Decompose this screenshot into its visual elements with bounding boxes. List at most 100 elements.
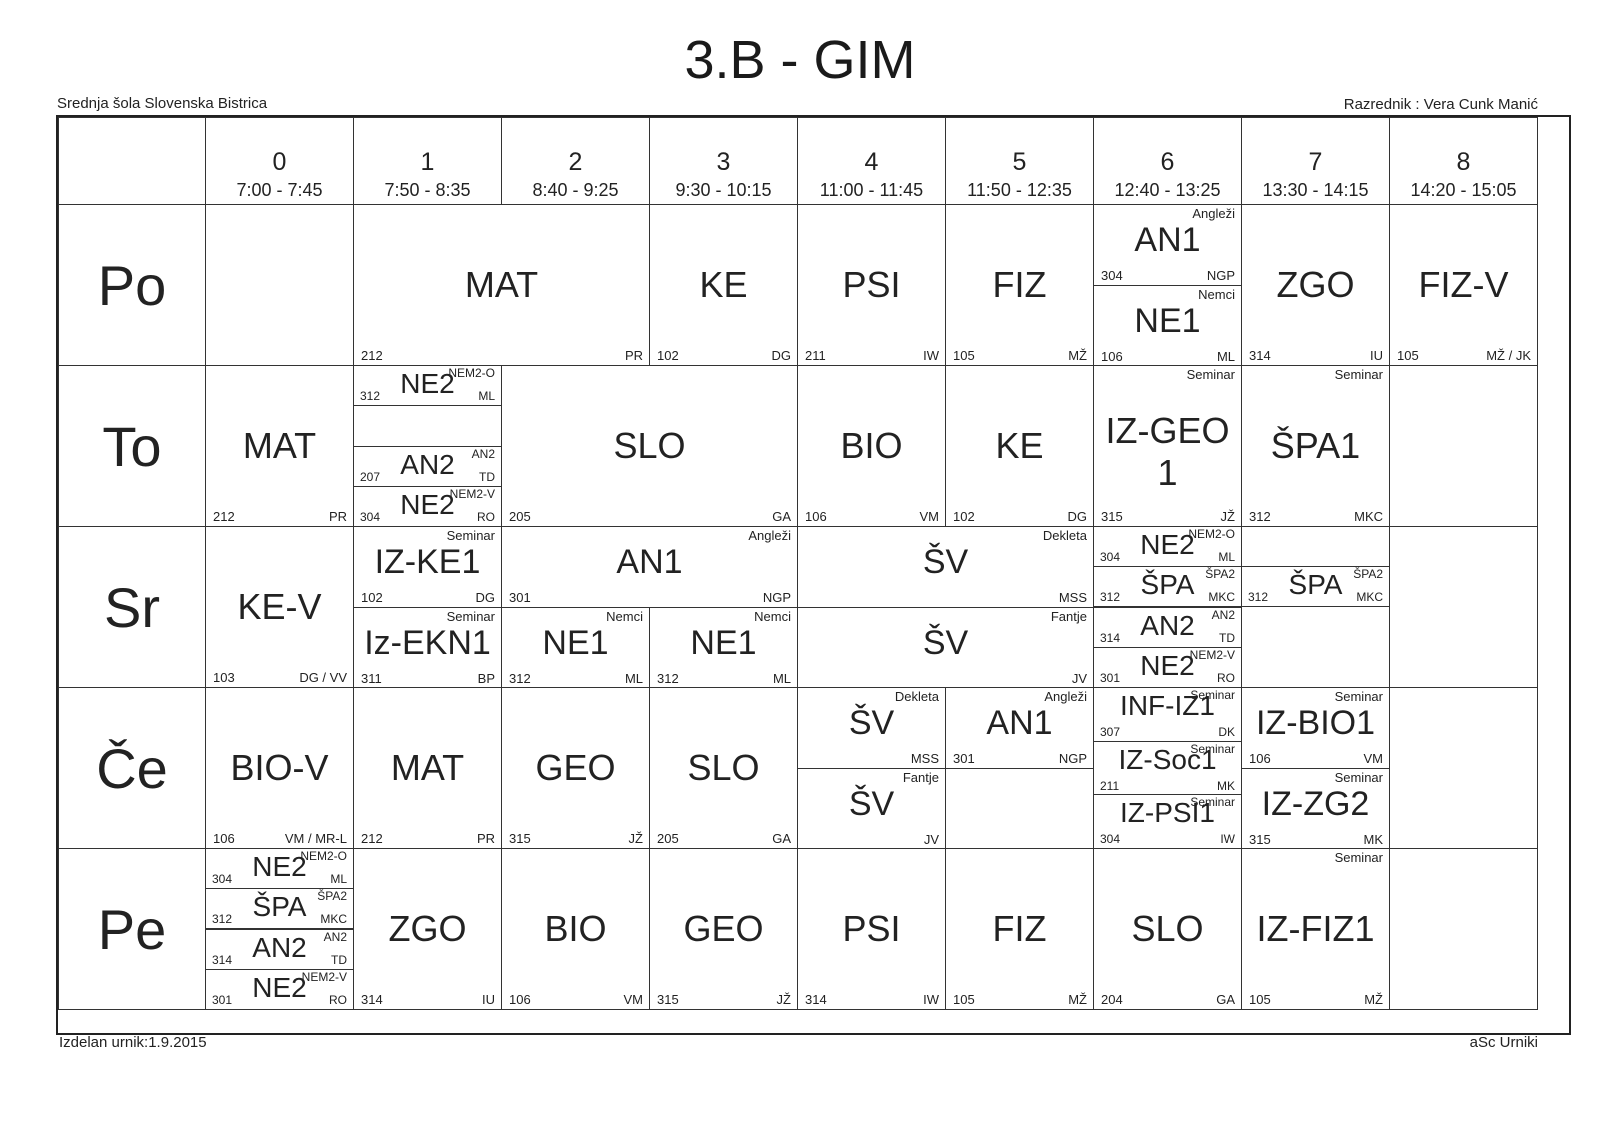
period-time: 8:40 - 9:25 bbox=[532, 180, 619, 200]
lesson-room: 211 bbox=[805, 348, 826, 363]
lesson-teacher: TD bbox=[331, 953, 347, 967]
lesson-subject: NE2 bbox=[400, 489, 455, 520]
lesson-group: Fantje bbox=[1050, 609, 1087, 624]
lesson-group: Nemci bbox=[1198, 287, 1235, 302]
lesson-teacher: JŽ bbox=[1220, 509, 1235, 524]
lesson-subject: ŠV bbox=[922, 624, 969, 662]
lesson-teacher: MSS bbox=[910, 751, 939, 766]
lesson-subject: MAT bbox=[390, 747, 465, 788]
lesson-subject: AN1 bbox=[986, 704, 1053, 742]
lesson-teacher: RO bbox=[1217, 671, 1235, 685]
lesson-room: 312 bbox=[657, 671, 679, 686]
day-label: Sr bbox=[58, 526, 206, 688]
lesson-group: Seminar bbox=[1190, 742, 1235, 756]
lesson-teacher: MKC bbox=[1356, 590, 1383, 604]
lesson-subject: GEO bbox=[683, 908, 764, 949]
lesson-subject: PSI bbox=[842, 264, 901, 305]
day-label: Pe bbox=[58, 848, 206, 1010]
period-number: 6 bbox=[1160, 148, 1175, 176]
lesson-subject: ŠV bbox=[848, 785, 895, 823]
lesson-teacher: BP bbox=[477, 671, 495, 686]
empty-slot bbox=[1389, 365, 1538, 527]
lesson-group: AN2 bbox=[1211, 608, 1235, 622]
lesson-subject: Iz-EKN1 bbox=[364, 624, 491, 662]
period-time: 7:50 - 8:35 bbox=[384, 180, 471, 200]
lesson-subject: AN1 bbox=[1134, 221, 1201, 259]
lesson-group: ŠPA2 bbox=[1205, 567, 1235, 581]
lesson-room: 301 bbox=[509, 590, 531, 605]
lesson-subject: IZ-PSI1 bbox=[1120, 797, 1215, 828]
lesson-room: 105 bbox=[953, 992, 975, 1007]
lesson-group: NEM2-O bbox=[1188, 527, 1235, 541]
lesson-room: 212 bbox=[361, 831, 383, 846]
period-time: 14:20 - 15:05 bbox=[1410, 180, 1517, 200]
lesson-room: 312 bbox=[1249, 509, 1271, 524]
empty-slot bbox=[1389, 526, 1538, 688]
lesson-room: 304 bbox=[212, 872, 233, 886]
lesson-group: Seminar bbox=[1334, 770, 1383, 785]
lesson-subject: NE2 bbox=[400, 368, 455, 399]
lesson-room: 106 bbox=[1249, 751, 1271, 766]
lesson-subject: NE2 bbox=[1140, 650, 1195, 681]
lesson-teacher: IU bbox=[482, 992, 495, 1007]
lesson-room: 106 bbox=[1101, 349, 1123, 364]
lesson-subject: AN1 bbox=[616, 543, 683, 581]
lesson-group: Seminar bbox=[1186, 367, 1235, 382]
